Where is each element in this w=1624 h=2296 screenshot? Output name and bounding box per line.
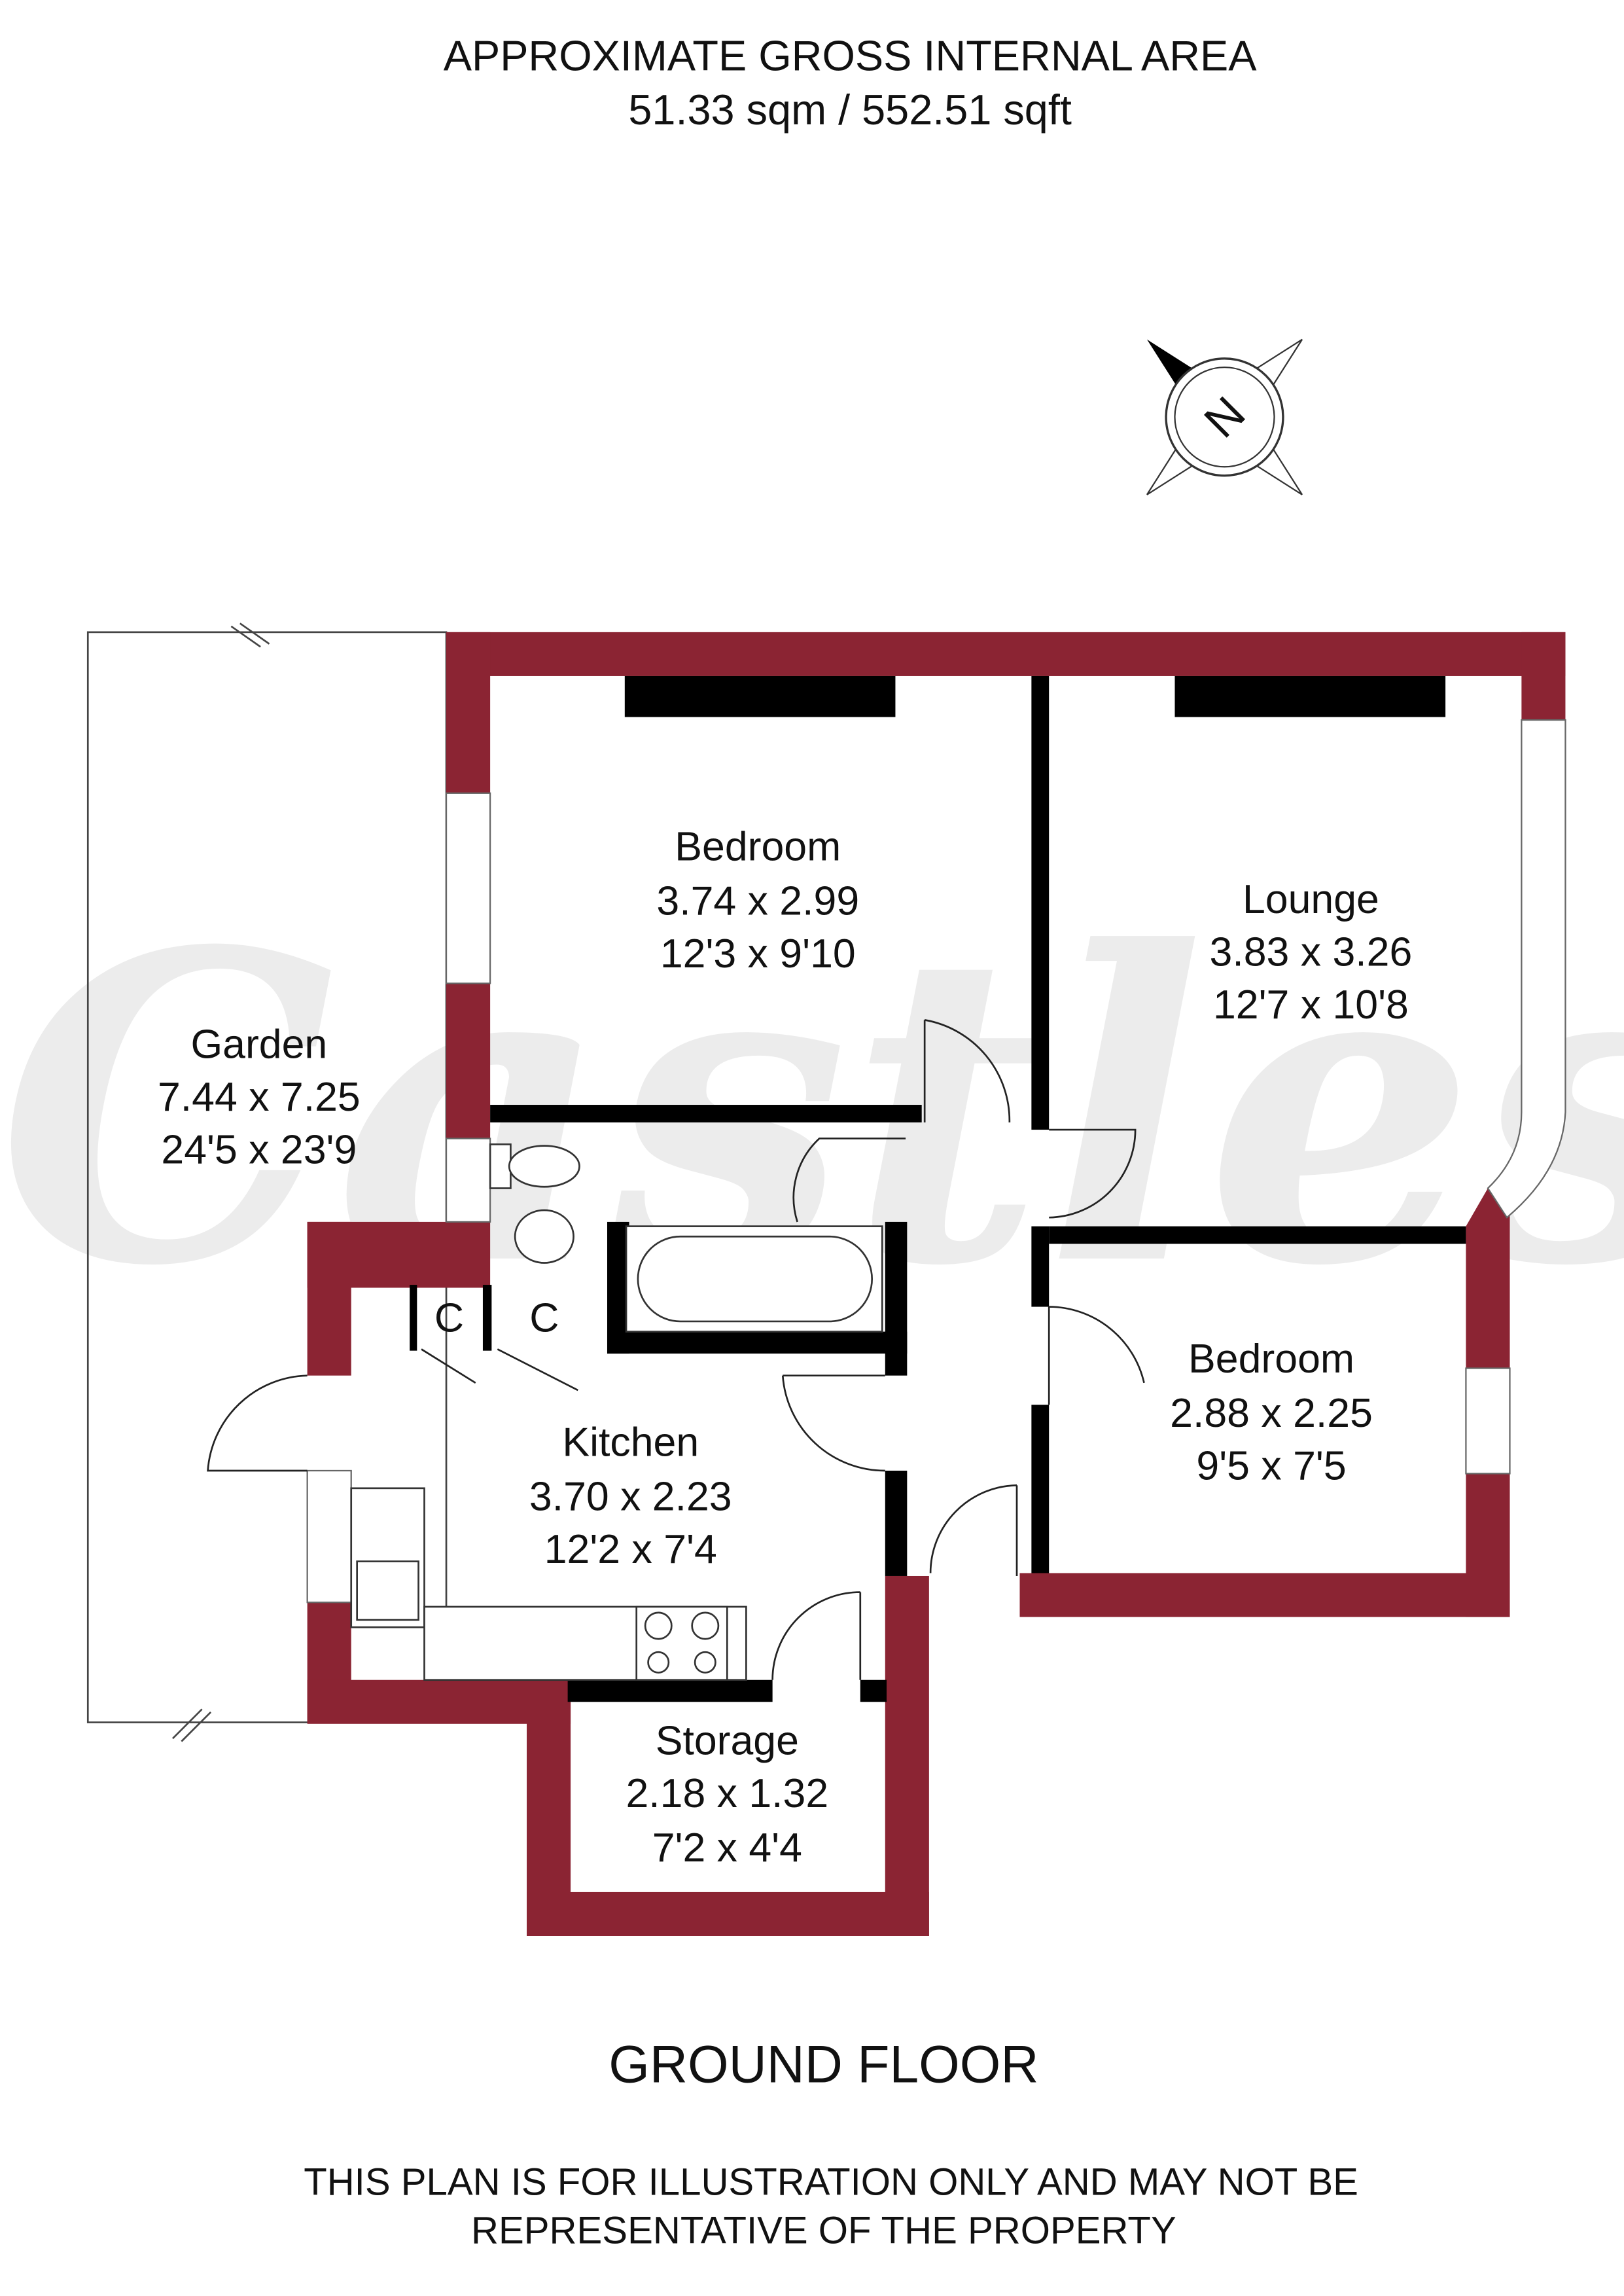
svg-text:2.18 x 1.32: 2.18 x 1.32 bbox=[626, 1770, 828, 1816]
svg-text:Lounge: Lounge bbox=[1243, 876, 1379, 922]
cupboard-label: C bbox=[434, 1295, 464, 1341]
room-kitchen: Kitchen 3.70 x 2.23 12'2 x 7'4 bbox=[529, 1420, 732, 1572]
svg-text:12'2 x 7'4: 12'2 x 7'4 bbox=[544, 1526, 717, 1572]
svg-text:24'5 x 23'9: 24'5 x 23'9 bbox=[161, 1126, 357, 1172]
disclaimer-line-1: THIS PLAN IS FOR ILLUSTRATION ONLY AND M… bbox=[304, 2161, 1358, 2204]
bath-icon bbox=[625, 1225, 883, 1333]
svg-text:7.44 x 7.25: 7.44 x 7.25 bbox=[158, 1074, 361, 1120]
svg-text:7'2 x 4'4: 7'2 x 4'4 bbox=[652, 1825, 802, 1871]
cupboard-label: C bbox=[529, 1295, 559, 1341]
floor-label: GROUND FLOOR bbox=[609, 2036, 1038, 2094]
svg-text:Bedroom: Bedroom bbox=[675, 824, 841, 870]
room-bedroom-1: Bedroom 3.74 x 2.99 12'3 x 9'10 bbox=[656, 824, 859, 977]
garden-break-mark bbox=[171, 622, 270, 1742]
area-title: APPROXIMATE GROSS INTERNAL AREA bbox=[444, 31, 1258, 79]
svg-text:3.74 x 2.99: 3.74 x 2.99 bbox=[656, 878, 859, 924]
room-storage: Storage 2.18 x 1.32 7'2 x 4'4 bbox=[626, 1718, 828, 1871]
basin-icon bbox=[514, 1209, 574, 1264]
svg-text:12'7 x 10'8: 12'7 x 10'8 bbox=[1213, 982, 1409, 1028]
room-garden: Garden 7.44 x 7.25 24'5 x 23'9 bbox=[158, 1021, 361, 1172]
room-lounge: Lounge 3.83 x 3.26 12'7 x 10'8 bbox=[1210, 876, 1413, 1028]
svg-text:Kitchen: Kitchen bbox=[562, 1420, 699, 1465]
room-bedroom-2: Bedroom 2.88 x 2.25 9'5 x 7'5 bbox=[1170, 1336, 1373, 1488]
toilet-icon bbox=[489, 1143, 580, 1189]
doors bbox=[207, 1019, 1145, 1680]
svg-text:Garden: Garden bbox=[190, 1021, 327, 1067]
area-value: 51.33 sqm / 552.51 sqft bbox=[628, 86, 1072, 134]
windows bbox=[306, 719, 1566, 1604]
svg-text:3.70 x 2.23: 3.70 x 2.23 bbox=[529, 1473, 732, 1519]
hob-icon bbox=[635, 1605, 728, 1681]
svg-text:Storage: Storage bbox=[656, 1718, 799, 1764]
svg-text:12'3 x 9'10: 12'3 x 9'10 bbox=[660, 931, 856, 977]
svg-text:3.83 x 3.26: 3.83 x 3.26 bbox=[1210, 929, 1413, 975]
svg-text:9'5 x 7'5: 9'5 x 7'5 bbox=[1196, 1443, 1346, 1488]
disclaimer-line-2: REPRESENTATIVE OF THE PROPERTY bbox=[471, 2210, 1176, 2252]
svg-text:2.88 x 2.25: 2.88 x 2.25 bbox=[1170, 1390, 1373, 1436]
north-compass-icon: N bbox=[1146, 338, 1303, 495]
sink-icon bbox=[350, 1487, 425, 1628]
external-walls bbox=[307, 632, 1566, 1936]
svg-text:Bedroom: Bedroom bbox=[1188, 1336, 1354, 1382]
